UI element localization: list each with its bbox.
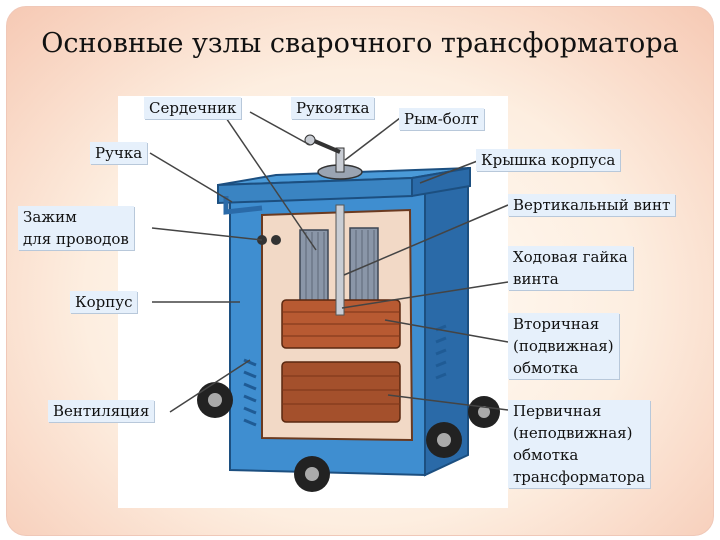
label-secondary: Вторичная (подвижная) обмотка <box>508 313 619 379</box>
label-secondary-line2: (подвижная) <box>513 337 614 355</box>
label-clamp-line2: для проводов <box>23 230 129 248</box>
label-secondary-line1: Вторичная <box>513 315 600 333</box>
label-core: Сердечник <box>144 97 242 119</box>
label-clamp: Зажим для проводов <box>18 206 134 250</box>
label-case: Корпус <box>70 291 138 313</box>
label-grip: Ручка <box>90 142 148 164</box>
wheels <box>197 382 500 492</box>
primary-coil <box>281 361 401 423</box>
label-nut: Ходовая гайка винта <box>508 246 633 290</box>
crank-handle <box>304 134 363 180</box>
label-primary-line4: трансформатора <box>513 468 646 486</box>
label-cover: Крышка корпуса <box>476 149 621 171</box>
label-secondary-line3: обмотка <box>513 359 579 377</box>
label-primary-line1: Первичная <box>513 402 602 420</box>
label-clamp-line1: Зажим <box>23 208 77 226</box>
label-nut-line1: Ходовая гайка <box>513 248 628 266</box>
label-primary-line3: обмотка <box>513 446 579 464</box>
label-primary-line2: (неподвижная) <box>513 424 633 442</box>
leader-lines <box>149 111 509 413</box>
slide-title: Основные узлы сварочного трансформатора <box>41 28 679 59</box>
vertical-screw <box>335 204 345 316</box>
label-nut-line2: винта <box>513 270 559 288</box>
label-eyebolt: Рым-болт <box>399 108 484 130</box>
label-primary: Первичная (неподвижная) обмотка трансфор… <box>508 400 651 488</box>
label-screw: Вертикальный винт <box>508 194 676 216</box>
label-handle: Рукоятка <box>291 97 375 119</box>
label-vent: Вентиляция <box>48 400 155 422</box>
side-grip <box>223 196 263 215</box>
